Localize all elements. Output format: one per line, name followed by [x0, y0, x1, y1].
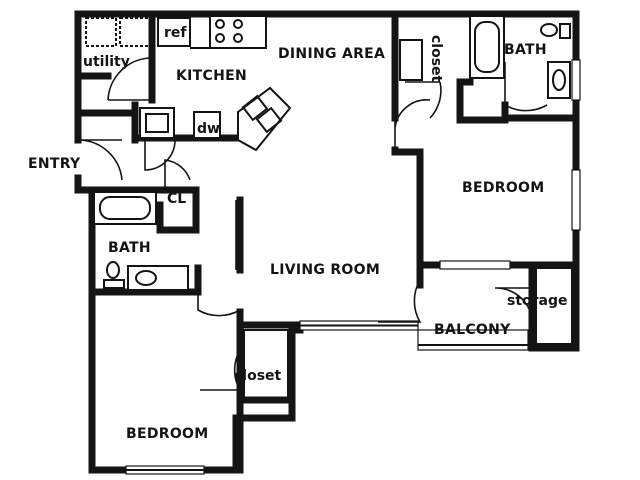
vanity-left-icon — [127, 265, 189, 291]
toilet-left-icon — [103, 261, 125, 289]
fixtures — [85, 15, 573, 399]
label-bedroom-right: BEDROOM — [462, 180, 544, 196]
label-dining-area: DINING AREA — [278, 46, 385, 62]
label-ref: ref — [164, 25, 187, 41]
label-utility: utility — [83, 54, 130, 70]
label-dw: dw — [197, 121, 220, 137]
toilet-icon — [540, 23, 571, 39]
bathtub-icon — [469, 15, 505, 79]
doors — [77, 57, 548, 391]
bath-sink-icon — [547, 61, 571, 99]
refrigerator-icon — [157, 17, 191, 47]
exterior-walls — [74, 10, 580, 474]
label-closet-top: closet — [428, 35, 444, 83]
washer-dryer-icon — [85, 17, 151, 47]
bathtub-left-icon — [93, 191, 157, 225]
dishwasher-icon — [193, 111, 221, 139]
label-bath-left: BATH — [108, 240, 151, 256]
label-entry: ENTRY — [28, 156, 81, 172]
label-bath-top: BATH — [504, 42, 547, 58]
label-closet-bottom: closet — [234, 368, 282, 384]
label-living-room: LIVING ROOM — [270, 262, 380, 278]
label-storage: storage — [507, 293, 568, 309]
label-cl: CL — [167, 191, 186, 207]
label-bedroom-left: BEDROOM — [126, 426, 208, 442]
windows — [125, 59, 581, 475]
label-balcony: BALCONY — [434, 322, 511, 338]
label-kitchen: KITCHEN — [176, 68, 247, 84]
interior-walls — [74, 10, 580, 474]
kitchen-sink-icon — [237, 86, 292, 152]
stove-icon — [209, 15, 267, 49]
room-labels: utility ref KITCHEN DINING AREA closet B… — [28, 25, 568, 442]
